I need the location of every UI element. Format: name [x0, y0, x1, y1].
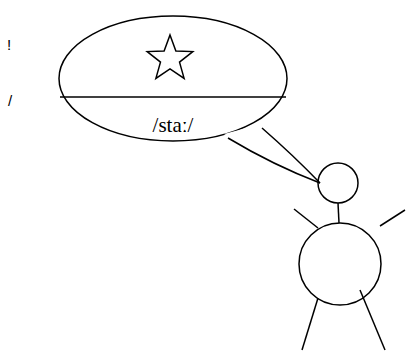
- star-symbol: [147, 35, 193, 78]
- body: [299, 223, 381, 305]
- neck: [338, 203, 339, 223]
- head: [318, 163, 358, 203]
- stray-mark: !: [7, 36, 11, 53]
- bubble-tail: [262, 128, 320, 183]
- right-arm: [380, 210, 405, 226]
- bubble-tail: [228, 138, 320, 183]
- divider-line: [60, 96, 286, 98]
- left-leg: [302, 298, 318, 350]
- right-leg: [360, 290, 385, 350]
- bubble-tail-fill: [224, 123, 320, 183]
- speech-bubble: /staː/: [58, 15, 288, 142]
- stray-mark: /: [8, 92, 12, 109]
- bubble-ellipse: [59, 16, 287, 141]
- stick-figure-lines: [294, 163, 405, 350]
- phonetic-text: /staː/: [58, 113, 288, 138]
- left-arm: [294, 209, 318, 228]
